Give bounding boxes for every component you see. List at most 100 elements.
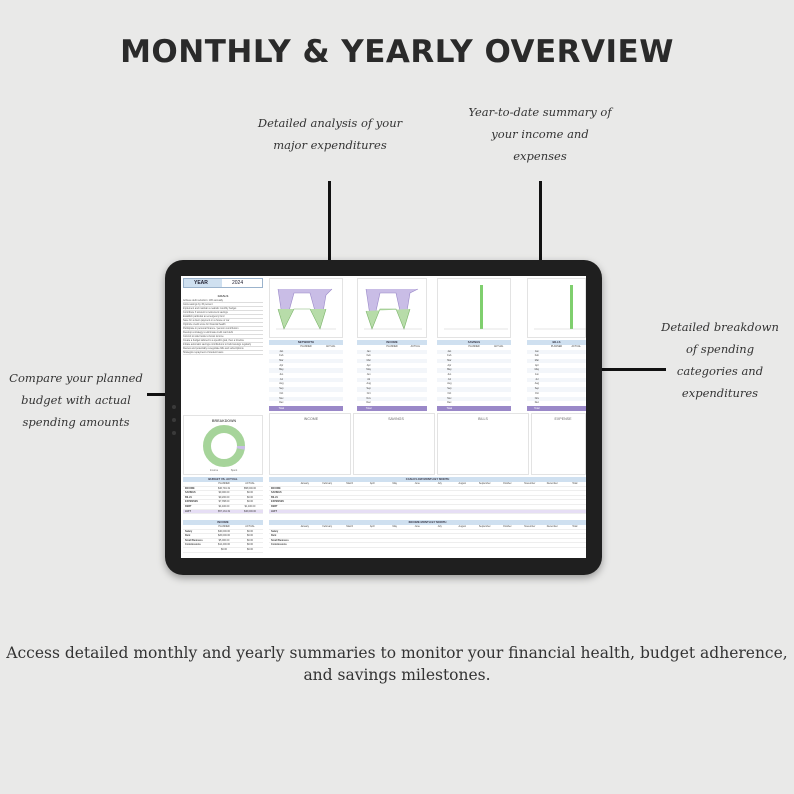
bva-cell: $4,400.00	[218, 504, 230, 508]
income-month-cell	[474, 539, 497, 543]
income-month-cell	[496, 539, 519, 543]
income-month-cell	[339, 543, 362, 547]
cashflow-cell	[316, 505, 339, 509]
bva-title: BUDGET VS. ACTUAL	[183, 477, 263, 482]
chart-panel-networth	[269, 278, 343, 338]
income-month-title: INCOME MONTH BY MONTH	[269, 520, 586, 525]
cashflow-cell	[294, 496, 317, 500]
callout-compare: Compare your planned budget with actual …	[9, 371, 143, 429]
income-month-cell	[519, 534, 542, 538]
bva-row: EXPENSES$7,358.00$0.00	[183, 500, 263, 505]
income-month-cell	[384, 530, 407, 534]
cashflow-cell	[429, 487, 452, 491]
cashflow-cell	[339, 487, 362, 491]
table-row: Nov	[437, 396, 511, 401]
cashflow-cell	[451, 496, 474, 500]
table-row: Feb	[437, 354, 511, 359]
table-row: Oct	[269, 392, 343, 397]
income-month-cell	[361, 534, 384, 538]
month-label: Oct	[447, 391, 452, 395]
month-label: Feb	[447, 354, 452, 358]
month-label: May	[366, 368, 371, 372]
planned-header: PLANNED	[300, 345, 312, 348]
income-month-row: Rent	[269, 534, 586, 539]
legend-spent: Spent	[230, 469, 238, 472]
arrow-expenditures	[328, 181, 331, 289]
cashflow-cell	[451, 510, 474, 514]
cashflow-cell	[384, 491, 407, 495]
page-headline: MONTHLY & YEARLY OVERVIEW	[120, 34, 674, 70]
cashflow-cell	[361, 500, 384, 504]
income-cell: $40,000.00	[218, 529, 230, 533]
actual-header: ACTUAL	[493, 345, 504, 348]
cashflow-cell	[339, 491, 362, 495]
income-cell: Rent	[185, 534, 191, 538]
table-row: Aug	[527, 382, 586, 387]
goal-item: Achieve debt reduction: 10% annually	[183, 299, 263, 303]
income-cell: $0.00	[247, 538, 253, 542]
year-selector[interactable]: YEAR 2024	[183, 278, 263, 288]
table-row: Mar	[527, 358, 586, 364]
income-month-col: March	[346, 525, 354, 528]
cashflow-cell	[384, 496, 407, 500]
goal-item: Establish particular an emergency fund	[183, 315, 263, 319]
camera-dot	[172, 431, 176, 435]
cashflow-cell	[339, 496, 362, 500]
income-row: Small Business$5,000.00$0.00	[183, 539, 263, 544]
cashflow-month: May	[392, 482, 398, 485]
cashflow-cell	[541, 510, 564, 514]
caption-panel	[353, 413, 435, 475]
income-cell: Small Business	[185, 538, 203, 542]
table-row: Dec	[357, 401, 427, 406]
income-cell: $0.00	[247, 529, 253, 533]
cashflow-cell	[474, 500, 497, 504]
month-label: Sep	[279, 387, 284, 391]
cashflow-cell	[541, 487, 564, 491]
cashflow-cell	[361, 487, 384, 491]
bva-cell: SAVINGS	[185, 491, 196, 495]
footer-description: Access detailed monthly and yearly summa…	[6, 644, 788, 684]
table-row: Jan	[357, 349, 427, 354]
cashflow-cell	[541, 505, 564, 509]
goal-item: Optimize credit score for financial heal…	[183, 323, 263, 327]
total-label: Total	[365, 406, 372, 410]
total-row: Total	[357, 405, 427, 411]
planned-header: PLANNED	[468, 345, 480, 348]
total-row: Total	[437, 405, 511, 411]
total-planned	[380, 406, 403, 411]
income-month-cell	[519, 543, 542, 547]
income-month-cell	[429, 534, 452, 538]
income-cell: $0.00	[247, 534, 253, 538]
tablet-screen: YEAR 2024 GOALS Achieve debt reduction: …	[181, 276, 586, 558]
table-row: Sep	[527, 387, 586, 392]
month-label: Feb	[534, 354, 539, 358]
month-label: Oct	[366, 391, 371, 395]
cashflow-cell	[541, 491, 564, 495]
table-row: Mar	[269, 358, 343, 364]
table-row: Apr	[269, 364, 343, 369]
goal-item: Contribute X amount to retirement saving…	[183, 311, 263, 315]
table-row: Jun	[269, 373, 343, 378]
bva-row: INCOME$46,794.19$58,000.00	[183, 487, 263, 492]
income-month-cell	[406, 539, 429, 543]
cashflow-month: Total	[572, 482, 578, 485]
cashflow-row-label: BILLS	[271, 495, 278, 499]
year-value[interactable]: 2024	[232, 280, 244, 286]
legend-income: Income	[209, 469, 219, 472]
bva-row: SAVINGS$9,000.00$0.00	[183, 491, 263, 496]
total-planned	[294, 406, 319, 411]
caption-panel	[269, 413, 351, 475]
cashflow-cell	[361, 505, 384, 509]
table-row: Feb	[527, 354, 586, 359]
table-row: Feb	[269, 354, 343, 359]
total-row: Total	[269, 405, 343, 411]
area-chart	[276, 288, 336, 330]
cashflow-row: BILLS	[269, 496, 586, 501]
income-month-row: Small Business	[269, 539, 586, 544]
month-label: Aug	[447, 382, 452, 386]
table-row: Jul	[357, 377, 427, 383]
